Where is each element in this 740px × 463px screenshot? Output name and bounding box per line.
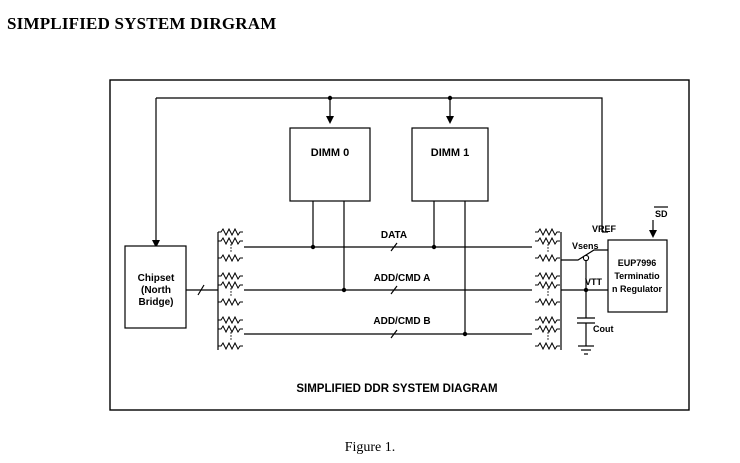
- ellipsis-dots: [230, 244, 232, 246]
- dimm0-label: DIMM 0: [311, 147, 350, 159]
- figure-caption: Figure 1.: [344, 440, 396, 455]
- data-bus-label: DATA: [381, 230, 407, 241]
- ellipsis-dots: [230, 335, 232, 337]
- regulator-block: [607, 239, 668, 313]
- left-terminator-resistor: [218, 271, 243, 281]
- regulator-label-line3: n Regulator: [612, 284, 662, 294]
- ellipsis-dots: [230, 247, 232, 249]
- left-terminator-resistor: [218, 253, 243, 263]
- junction-dot: [431, 244, 437, 250]
- junction-dot: [327, 95, 333, 101]
- diagram-frame: [109, 79, 690, 411]
- ellipsis-dots: [230, 338, 232, 340]
- chipset-label-line3: Bridge): [139, 297, 174, 308]
- left-terminator-resistor: [218, 280, 243, 290]
- left-terminator-resistor: [218, 315, 243, 325]
- right-terminator-resistor: [535, 315, 560, 325]
- ellipsis-dots: [230, 332, 232, 334]
- junction-dot: [341, 287, 347, 293]
- left-terminator-resistor: [218, 227, 243, 237]
- document-heading: SIMPLIFIED SYSTEM DIRGRAM: [7, 14, 277, 33]
- ellipsis-dots: [230, 291, 232, 293]
- ellipsis-dots: [230, 288, 232, 290]
- ellipsis-dots: [230, 250, 232, 252]
- junction-dot: [447, 95, 453, 101]
- diagram-title: SIMPLIFIED DDR SYSTEM DIAGRAM: [296, 383, 497, 395]
- chipset-block: [124, 245, 187, 329]
- right-terminator-resistor: [535, 324, 560, 334]
- addcmd-a-bus-slash: [390, 285, 398, 295]
- junction-dot: [310, 244, 316, 250]
- addcmd-a-bus-label: ADD/CMD A: [374, 273, 431, 284]
- left-terminator-resistor: [218, 324, 243, 334]
- vtt-label: VTT: [585, 277, 603, 287]
- dimm1-block: [411, 127, 489, 202]
- addcmd-b-bus-slash: [390, 329, 398, 339]
- sd-label: SD: [655, 209, 668, 219]
- ellipsis-dots: [547, 332, 549, 334]
- vsens-node: [582, 254, 590, 262]
- ellipsis-dots: [547, 288, 549, 290]
- right-terminator-resistor: [535, 227, 560, 237]
- left-terminator-resistor: [218, 236, 243, 246]
- dimm0-block: [289, 127, 371, 202]
- top-bus: [156, 97, 603, 232]
- dimm1-label: DIMM 1: [431, 147, 470, 159]
- junction-dot: [462, 331, 468, 337]
- right-terminator-resistor: [535, 271, 560, 281]
- addcmd-b-bus-label: ADD/CMD B: [373, 316, 430, 327]
- ellipsis-dots: [230, 294, 232, 296]
- junction-dot: [583, 287, 589, 293]
- chipset-label-line2: (North: [141, 285, 171, 296]
- ellipsis-dots: [547, 244, 549, 246]
- cout-label: Cout: [593, 324, 614, 334]
- left-terminator-resistor: [218, 297, 243, 307]
- chipset-label-line1: Chipset: [138, 273, 175, 284]
- left-terminator-resistor: [218, 341, 243, 351]
- ellipsis-dots: [547, 294, 549, 296]
- right-terminator-resistor: [535, 341, 560, 351]
- ellipsis-dots: [547, 335, 549, 337]
- regulator-label-line2: Terminatio: [614, 271, 660, 281]
- ellipsis-dots: [547, 247, 549, 249]
- ellipsis-dots: [547, 338, 549, 340]
- chipset-bus-slash: [197, 284, 205, 296]
- right-terminator-resistor: [535, 253, 560, 263]
- regulator-label-line1: EUP7996: [618, 258, 657, 268]
- right-terminator-resistor: [535, 280, 560, 290]
- ellipsis-dots: [547, 291, 549, 293]
- vref-label: VREF: [592, 224, 617, 234]
- right-terminator-resistor: [535, 297, 560, 307]
- ellipsis-dots: [547, 250, 549, 252]
- vsens-label: Vsens: [572, 241, 599, 251]
- data-bus-slash: [390, 242, 398, 252]
- right-terminator-resistor: [535, 236, 560, 246]
